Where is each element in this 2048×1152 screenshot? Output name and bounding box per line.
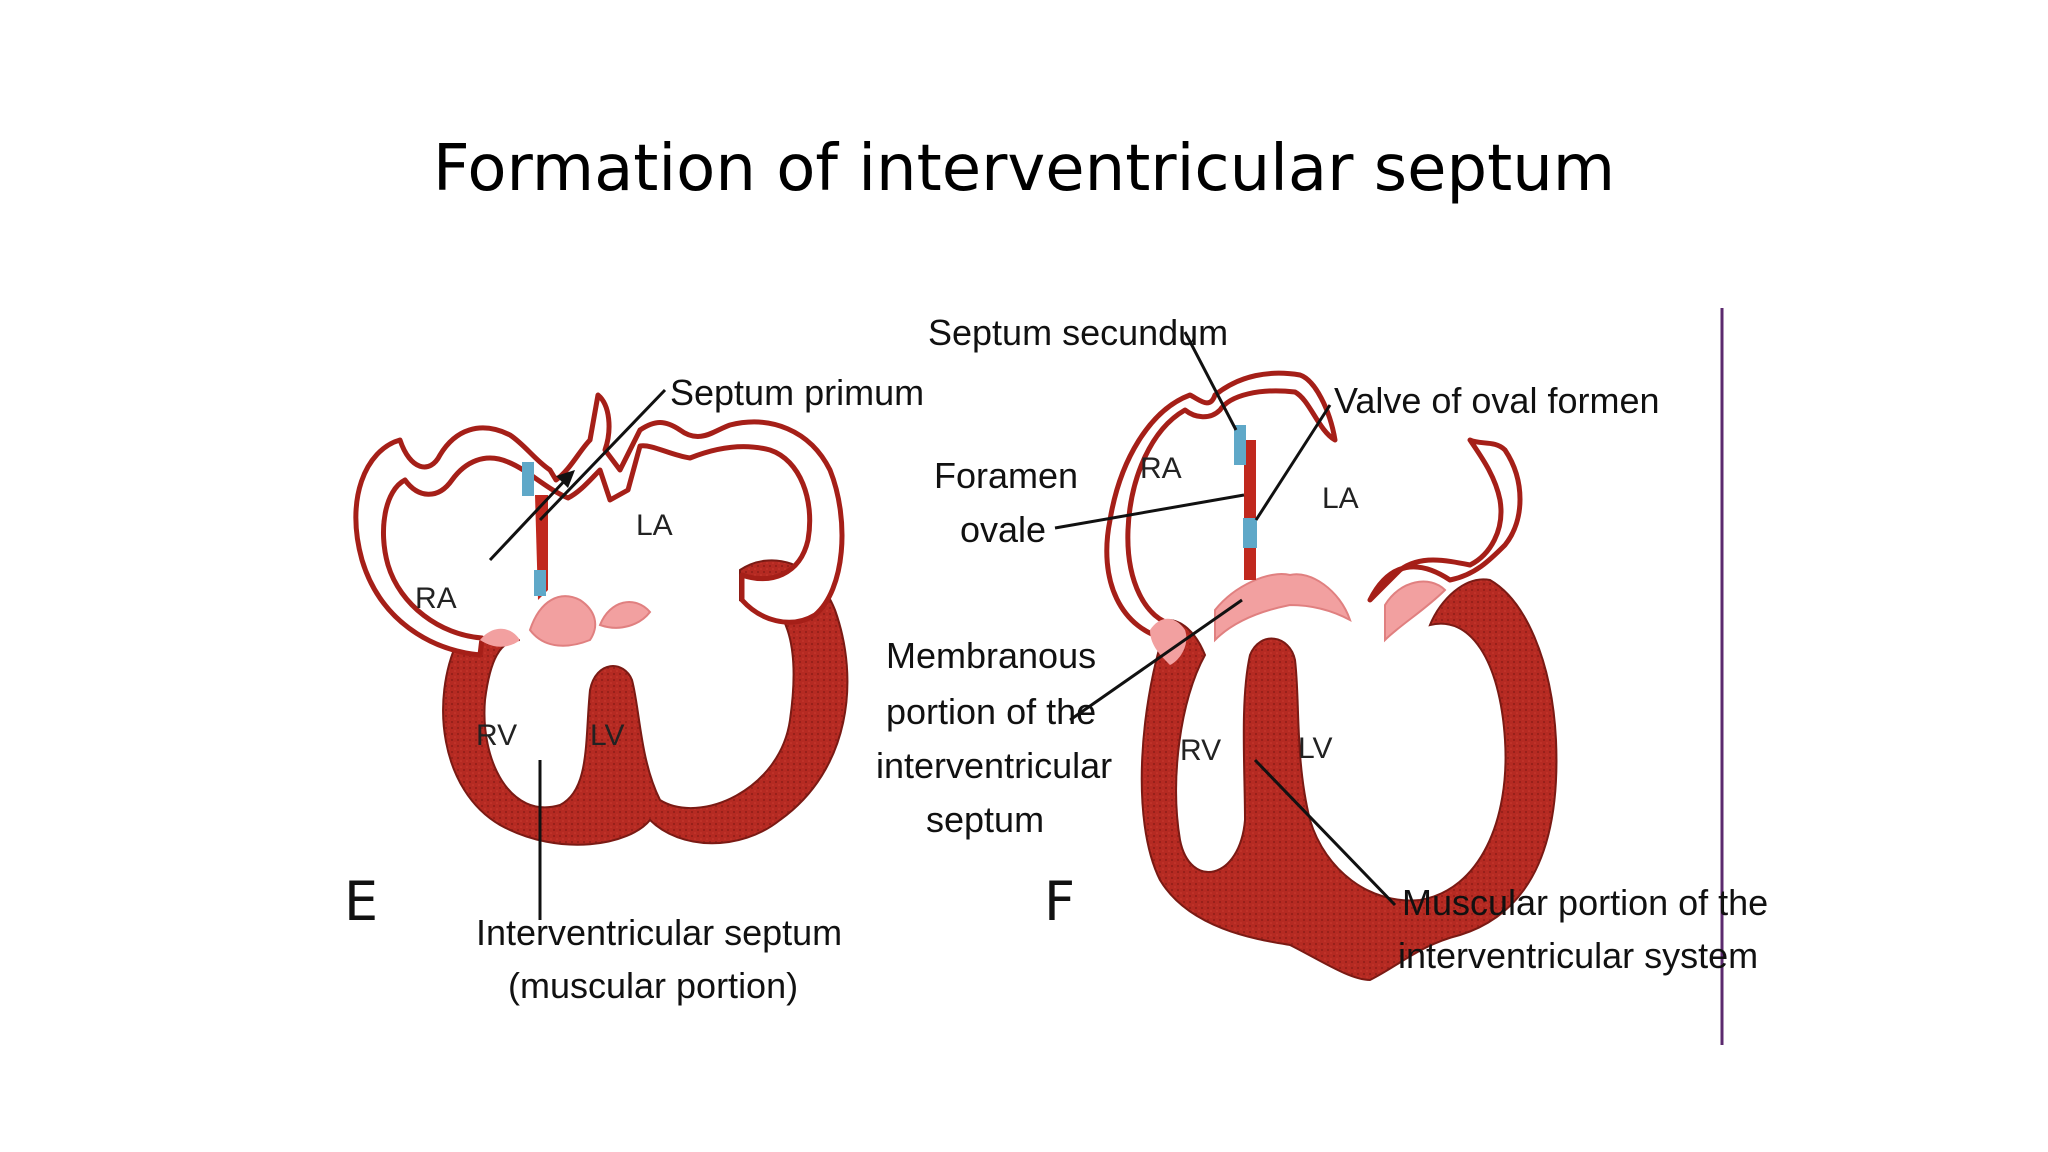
panel-f-cushion-center	[1214, 573, 1352, 643]
label-f-rv: RV	[1180, 734, 1221, 767]
label-septum-primum: Septum primum	[670, 372, 924, 413]
label-f-ra: RA	[1140, 452, 1182, 485]
label-valve: Valve of oval formen	[1334, 380, 1660, 421]
label-membranous-line3: interventricular	[876, 745, 1112, 786]
panel-e-cushion-center	[528, 595, 597, 647]
panel-e-cushion-left	[480, 628, 520, 647]
label-septum-secundum: Septum secundum	[928, 312, 1228, 353]
label-e-ra: RA	[415, 582, 457, 615]
label-foramen-line1: Foramen	[934, 455, 1078, 496]
panel-e-septum-blue-top	[522, 462, 534, 496]
label-e-la: LA	[636, 509, 673, 542]
panel-e: Septum primum RA LA RV LV E Interventric…	[344, 372, 924, 1006]
panel-e-letter: E	[344, 870, 378, 933]
panel-f: Septum secundum Valve of oval formen For…	[876, 308, 1768, 1045]
panel-e-flow-arrow	[488, 473, 572, 562]
label-foramen-line2: ovale	[960, 509, 1046, 550]
panel-f-leader-muscular	[1253, 758, 1397, 907]
panel-f-septum-secundum-blue	[1234, 425, 1246, 465]
label-f-la: LA	[1322, 482, 1359, 515]
panel-f-cushion-left	[1150, 618, 1187, 665]
label-f-lv: LV	[1298, 732, 1332, 765]
label-membranous-line2: portion of the	[886, 691, 1096, 732]
panel-f-valve-blue	[1243, 518, 1257, 548]
panel-e-atrial-outline	[353, 392, 845, 658]
label-e-lv: LV	[590, 719, 624, 752]
panel-f-leader-valve	[1254, 404, 1332, 521]
label-muscular-line2: interventricular system	[1398, 935, 1758, 976]
label-muscular-line1: Muscular portion of the	[1402, 882, 1768, 923]
panel-e-septum-blue-bottom	[534, 570, 546, 596]
panel-e-leader-septum-primum	[538, 388, 667, 522]
panel-e-cushion-right	[598, 601, 652, 629]
label-e-rv: RV	[476, 719, 517, 752]
label-ivs-line2: (muscular portion)	[508, 965, 798, 1006]
panel-f-ventricle-wall	[1140, 578, 1558, 982]
label-membranous-line1: Membranous	[886, 635, 1096, 676]
label-ivs-line1: Interventricular septum	[476, 912, 842, 953]
panel-f-leader-foramen	[1054, 493, 1245, 530]
panel-f-atrial-outline	[1104, 370, 1338, 643]
slide-title: Formation of interventricular septum	[432, 132, 1616, 206]
panel-e-flow-arrowhead	[556, 470, 575, 488]
panel-f-cushion-right	[1384, 580, 1447, 643]
panel-f-leader-septum-secundum	[1183, 331, 1238, 431]
panel-f-leader-membranous	[1069, 598, 1243, 722]
label-membranous-line4: septum	[926, 799, 1044, 840]
panel-f-letter: F	[1044, 870, 1075, 933]
panel-f-la-outline	[1367, 437, 1523, 603]
